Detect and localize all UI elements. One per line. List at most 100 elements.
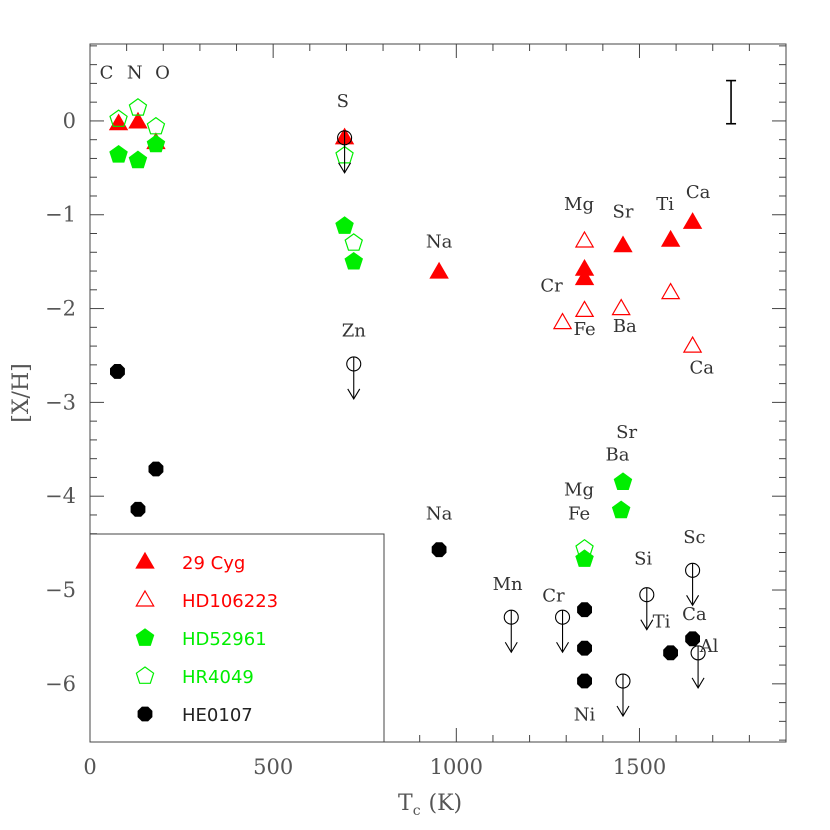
limit-arrow-head	[640, 619, 654, 631]
point-hr4049	[128, 98, 148, 116]
element-label: Fe	[568, 504, 590, 525]
y-axis-title: [X/H]	[9, 363, 34, 422]
limit-arrow-head	[556, 641, 570, 654]
point-he0107-upper-limits	[503, 609, 519, 654]
limit-arrow-head	[347, 388, 361, 400]
point-hd106223	[682, 335, 703, 353]
element-label: Sc	[683, 527, 705, 548]
element-label: Mn	[493, 574, 523, 595]
point-hr4049	[146, 116, 166, 135]
legend-marker	[135, 628, 155, 646]
point-hd106223	[574, 230, 595, 248]
point-hr4049	[344, 233, 364, 251]
point-hr4049	[575, 538, 594, 557]
element-label: Ni	[574, 704, 596, 725]
element-label: Na	[426, 232, 453, 253]
element-label: Ca	[682, 604, 707, 625]
element-label: Ba	[606, 445, 630, 466]
point-he0107-upper-limits	[685, 562, 701, 607]
element-label: Sr	[613, 202, 634, 223]
point-hd52961	[335, 216, 354, 234]
point-he0107	[431, 542, 447, 558]
point-hr4049	[109, 109, 128, 127]
point-he0107	[148, 461, 164, 477]
element-label: Cr	[540, 276, 563, 297]
element-label: N	[127, 63, 143, 84]
x-tick-label: 0	[83, 755, 96, 779]
limit-arrow-head	[686, 595, 700, 607]
point-29-cyg	[429, 261, 449, 279]
point-he0107	[663, 645, 678, 661]
point-he0107	[685, 631, 700, 647]
x-axis-title: Tc(K)	[398, 791, 462, 819]
x-axis-subscript: c	[413, 803, 421, 819]
point-he0107-upper-limits	[346, 356, 362, 400]
point-hd52961	[109, 144, 128, 163]
point-he0107-upper-limits	[639, 587, 655, 631]
limit-arrow-head	[691, 677, 705, 689]
point-hd106223	[552, 312, 573, 330]
element-label: Mg	[564, 479, 594, 500]
legend-label: HD106223	[182, 591, 278, 612]
point-he0107-upper-limits	[615, 673, 631, 718]
element-label: Fe	[573, 319, 595, 340]
element-label: Mg	[564, 194, 594, 215]
element-label: Ti	[656, 194, 674, 215]
point-hd106223	[574, 300, 595, 317]
legend-marker	[135, 551, 155, 569]
point-hd52961	[146, 134, 166, 153]
point-he0107	[130, 501, 146, 517]
legend-label: 29 Cyg	[182, 553, 245, 574]
point-hd52961	[613, 472, 633, 490]
legend-label: HR4049	[182, 667, 254, 688]
element-label: C	[100, 63, 114, 84]
element-label: Cr	[542, 585, 565, 606]
y-tick-label: −2	[45, 297, 76, 321]
y-tick-label: 0	[63, 109, 76, 133]
element-label: Zn	[342, 321, 367, 342]
y-tick-label: −5	[45, 578, 76, 602]
point-hd52961	[611, 500, 631, 519]
element-label: Si	[634, 549, 652, 570]
limit-arrow-head	[616, 705, 630, 718]
y-tick-label: −3	[45, 390, 76, 414]
point-he0107-upper-limits	[554, 609, 571, 654]
point-he0107	[577, 602, 592, 618]
element-label: Ca	[686, 182, 711, 203]
point-29-cyg	[574, 268, 595, 286]
element-label: Na	[426, 504, 453, 525]
point-he0107	[577, 640, 592, 656]
element-label: Ca	[689, 357, 714, 378]
element-label: Sr	[616, 422, 637, 443]
element-label: Al	[699, 636, 719, 657]
element-label: Ba	[613, 316, 637, 337]
element-label: S	[337, 91, 349, 112]
x-tick-label: 1000	[430, 755, 483, 779]
point-hd52961	[575, 549, 594, 567]
y-tick-label: −6	[45, 672, 76, 696]
legend-marker	[135, 666, 155, 684]
point-hd52961	[128, 150, 148, 169]
point-he0107-upper-limits	[337, 130, 353, 174]
x-tick-label: 1500	[613, 755, 666, 779]
y-tick-label: −1	[45, 203, 76, 227]
element-label: O	[155, 63, 170, 84]
legend-label: HD52961	[182, 629, 267, 650]
limit-arrow-head	[504, 641, 518, 654]
legend-marker	[135, 589, 155, 607]
x-axis-unit: (K)	[429, 791, 463, 816]
limit-arrow-head	[338, 162, 352, 174]
legend-label: HE0107	[182, 705, 253, 726]
point-he0107	[110, 364, 125, 379]
point-he0107	[577, 673, 592, 689]
point-29-cyg	[660, 229, 681, 247]
point-29-cyg	[682, 212, 703, 229]
plot-frame	[89, 43, 787, 743]
point-hd106223	[660, 282, 681, 300]
point-hd52961	[344, 251, 364, 270]
point-he0107-upper-limits	[690, 645, 706, 689]
